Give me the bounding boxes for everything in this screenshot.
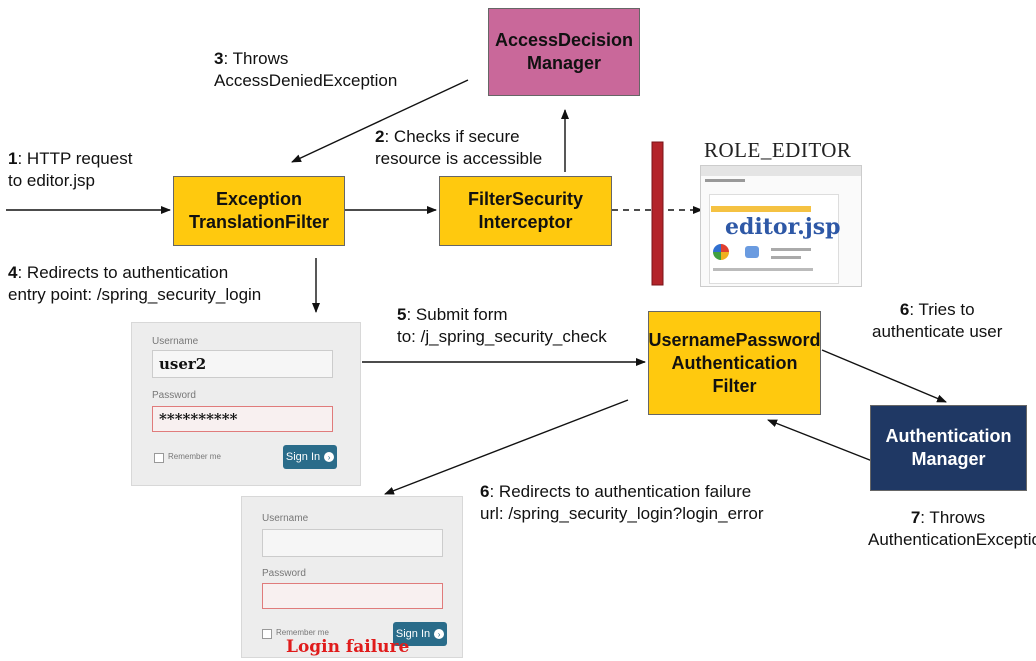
sign-in-button[interactable]: Sign In› <box>283 445 337 469</box>
arrow-am-to-upaf <box>767 419 886 467</box>
arrow-upaf-to-failure <box>384 399 629 495</box>
remember-me-label: Remember me <box>168 452 221 461</box>
step-7-label: 7: Throws AuthenticationException <box>868 508 1036 549</box>
editor-page-screenshot: editor.jsp <box>700 165 862 287</box>
login-form: Username user2 Password ********** Remem… <box>131 322 361 486</box>
step-6-tries-label: 6: Tries to authenticate user <box>872 300 1003 341</box>
step-4-label: 4: Redirects to authentication entry poi… <box>8 263 262 304</box>
step-5-label: 5: Submit form to: /j_spring_security_ch… <box>397 305 607 346</box>
editor-jsp-text: editor.jsp <box>725 214 841 240</box>
step-6-redirect-label: 6: Redirects to authentication failure u… <box>480 482 764 523</box>
failure-sign-in-button[interactable]: Sign In› <box>393 622 447 646</box>
failure-arrow-right-icon: › <box>434 629 445 639</box>
step-1-label: 1: HTTP request to editor.jsp <box>8 149 133 190</box>
security-barrier <box>651 141 664 286</box>
failure-remember-me-checkbox[interactable] <box>262 629 272 639</box>
arrow-right-icon: › <box>324 452 335 462</box>
failure-password-input[interactable] <box>262 583 443 609</box>
username-label: Username <box>152 336 199 347</box>
step-3-label: 3: Throws AccessDeniedException <box>214 49 398 90</box>
password-label: Password <box>152 390 196 401</box>
failure-remember-me-label: Remember me <box>276 628 329 637</box>
step-2-label: 2: Checks if secure resource is accessib… <box>375 127 543 168</box>
username-input[interactable]: user2 <box>152 350 333 378</box>
failure-username-label: Username <box>262 513 309 524</box>
remember-me-checkbox[interactable] <box>154 453 164 463</box>
failure-username-input[interactable] <box>262 529 443 557</box>
role-editor-title: ROLE_EDITOR <box>704 138 852 162</box>
login-failure-form: Username Password Remember me Sign In› L… <box>241 496 463 658</box>
arrow-adm-to-etf <box>291 79 469 163</box>
password-input[interactable]: ********** <box>152 406 333 432</box>
arrow-upaf-to-am <box>821 349 947 403</box>
failure-password-label: Password <box>262 568 306 579</box>
login-failure-text: Login failure <box>286 637 410 657</box>
